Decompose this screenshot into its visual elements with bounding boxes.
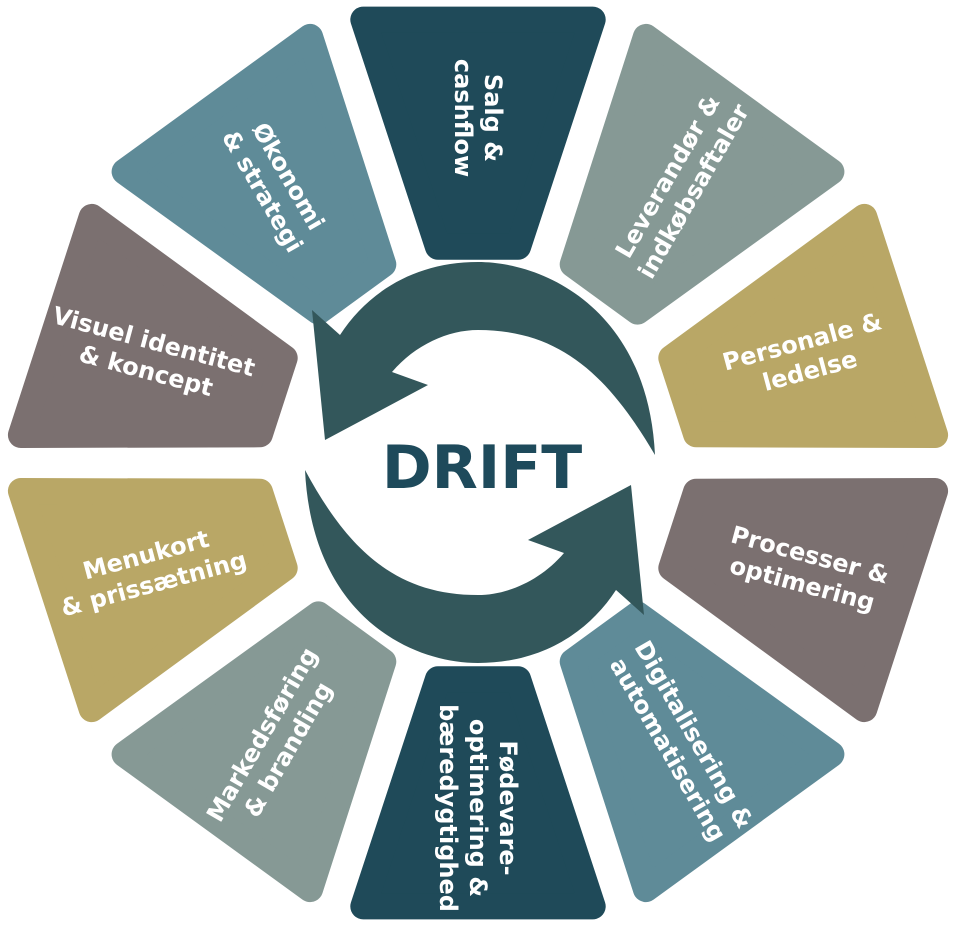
segment-processer: [658, 478, 949, 723]
cycle-arrows: [305, 262, 655, 663]
segment-okonomi: [111, 23, 397, 325]
segment-label-line: cashflow: [449, 59, 477, 177]
segment-menukort: [7, 478, 298, 723]
segment-visuel: [7, 203, 298, 448]
segment-salg: [350, 6, 606, 260]
arrow-top: [312, 262, 655, 455]
segment-digitalisering: [559, 601, 845, 903]
segment-label-salg: Salg &cashflow: [449, 59, 507, 177]
segment-leverandor: [559, 23, 845, 325]
segment-personale: [658, 203, 949, 448]
segment-label-line: Salg &: [479, 74, 507, 162]
segment-label-fodevare: Fødevare-optimering &bæredygtighed: [434, 704, 522, 912]
center-title: DRIFT: [382, 433, 582, 503]
segment-label-line: Fødevare-: [494, 740, 522, 875]
arrow-bottom: [305, 470, 644, 663]
segment-label-line: optimering &: [464, 719, 492, 897]
segment-markedsforing: [111, 601, 397, 903]
segment-fodevare: [350, 666, 606, 920]
segment-label-line: bæredygtighed: [434, 704, 462, 912]
